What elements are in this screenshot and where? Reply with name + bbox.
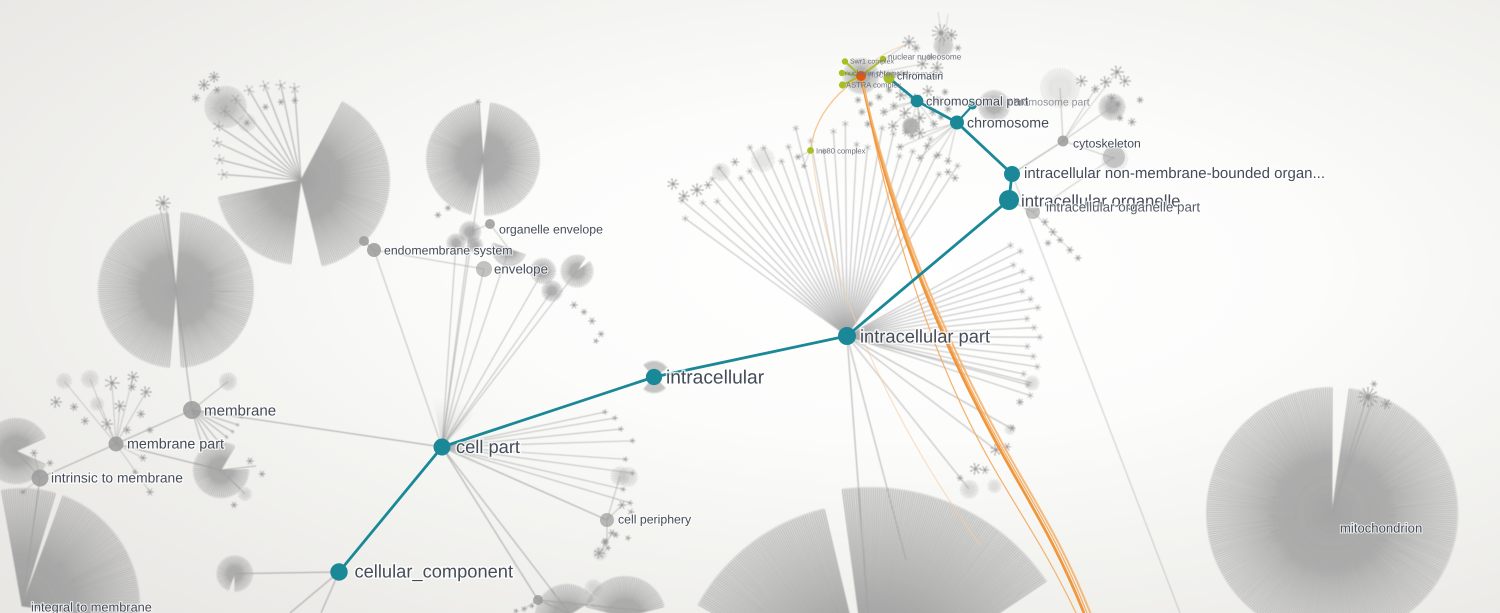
svg-text:intracellular part: intracellular part [860, 326, 990, 347]
svg-text:integral to membrane: integral to membrane [31, 600, 152, 613]
svg-text:intracellular organelle part: intracellular organelle part [1046, 200, 1200, 215]
svg-text:chromatin: chromatin [897, 71, 943, 83]
svg-text:chromosome part: chromosome part [1008, 97, 1090, 109]
svg-text:nuclear nucleosome: nuclear nucleosome [888, 53, 962, 62]
svg-text:cell part: cell part [456, 436, 520, 457]
svg-text:membrane: membrane [204, 403, 276, 420]
svg-text:intracellular non-membrane-bou: intracellular non-membrane-bounded organ… [1024, 165, 1325, 182]
svg-text:chromosomal part: chromosomal part [926, 94, 1029, 109]
svg-text:cytoskeleton: cytoskeleton [1073, 137, 1141, 151]
svg-text:Swr1 complex: Swr1 complex [850, 58, 894, 66]
svg-text:intracellular: intracellular [666, 368, 765, 389]
svg-text:intracellular organelle: intracellular organelle [1021, 192, 1181, 211]
svg-text:envelope: envelope [494, 262, 548, 277]
svg-text:cell periphery: cell periphery [618, 513, 692, 527]
svg-text:nucleolar chromatin: nucleolar chromatin [845, 69, 908, 78]
svg-text:organelle envelope: organelle envelope [499, 223, 603, 237]
svg-text:mitochondrion: mitochondrion [1340, 521, 1422, 536]
svg-text:Ino80 complex: Ino80 complex [816, 147, 866, 156]
svg-text:intrinsic to membrane: intrinsic to membrane [51, 471, 183, 486]
svg-text:chromosome: chromosome [967, 116, 1049, 132]
svg-text:ASTRA complex: ASTRA complex [846, 81, 901, 90]
svg-text:membrane part: membrane part [127, 437, 224, 453]
svg-text:cellular_component: cellular_component [355, 560, 514, 581]
svg-text:nuclear chromatin: nuclear chromatin [868, 70, 944, 81]
svg-text:endomembrane system: endomembrane system [384, 244, 513, 258]
